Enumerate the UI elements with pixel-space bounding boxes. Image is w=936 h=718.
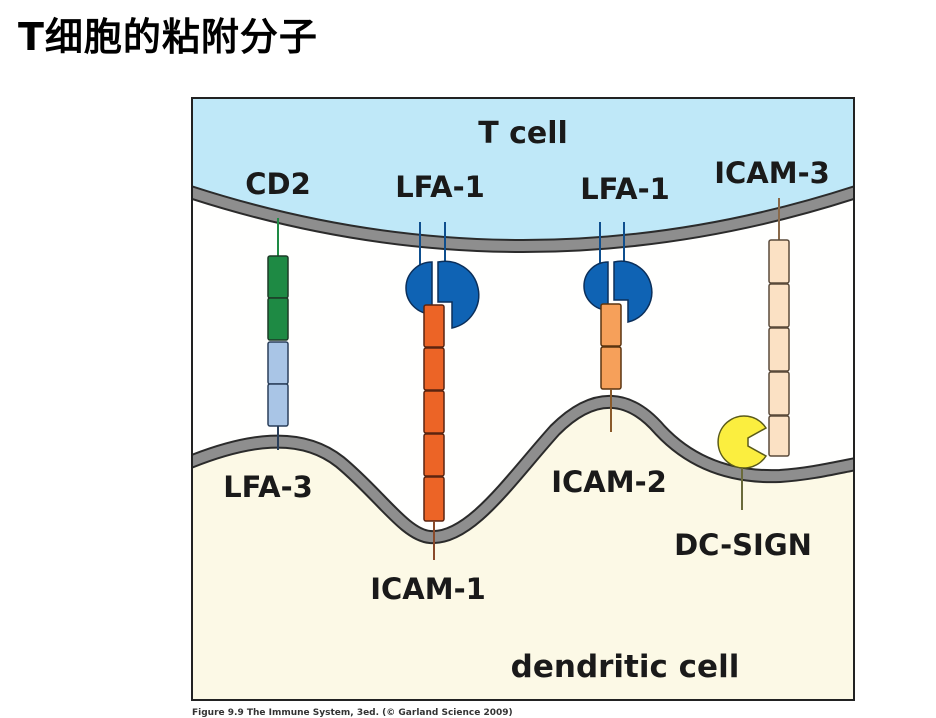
icam3-domain bbox=[768, 327, 790, 372]
icam2-domain bbox=[600, 346, 622, 390]
icam3-dcsign-pair bbox=[717, 198, 790, 510]
lfa3-domain bbox=[267, 383, 289, 427]
t-cell-label: T cell bbox=[478, 116, 568, 151]
dendritic-cell-region bbox=[192, 401, 854, 700]
icam1-label: ICAM-1 bbox=[370, 572, 486, 606]
icam1-domain bbox=[423, 304, 445, 348]
lfa1-right-subunit-b bbox=[613, 260, 653, 323]
lfa3-label: LFA-3 bbox=[223, 470, 313, 504]
icam1-domain bbox=[423, 433, 445, 477]
icam2-domain bbox=[600, 303, 622, 347]
icam3-domain bbox=[768, 283, 790, 328]
cd2-lfa3-pair bbox=[267, 218, 289, 450]
t-cell-region bbox=[192, 98, 854, 246]
cd2-domain bbox=[267, 297, 289, 341]
icam3-domain bbox=[768, 415, 790, 457]
cd2-label: CD2 bbox=[245, 167, 311, 201]
cd2-domain bbox=[267, 255, 289, 299]
lfa1-left-subunit-b bbox=[437, 260, 480, 329]
icam1-domain bbox=[423, 476, 445, 522]
lfa3-domain bbox=[267, 341, 289, 385]
dc-sign-label: DC-SIGN bbox=[674, 528, 812, 562]
lfa1-right-label: LFA-1 bbox=[580, 172, 670, 206]
icam1-domain bbox=[423, 390, 445, 434]
icam3-domain bbox=[768, 239, 790, 284]
lfa1-icam1-pair bbox=[405, 222, 480, 560]
slide-title: T细胞的粘附分子 bbox=[18, 15, 318, 59]
lfa1-icam2-pair bbox=[583, 222, 653, 432]
icam1-domain bbox=[423, 347, 445, 391]
t-cell-membrane-fill bbox=[192, 187, 854, 251]
dendritic-cell-membrane-fill bbox=[192, 396, 854, 543]
diagram-frame bbox=[191, 97, 855, 701]
icam2-label: ICAM-2 bbox=[551, 465, 667, 499]
icam3-domain bbox=[768, 371, 790, 416]
dendritic-cell-label: dendritic cell bbox=[511, 649, 740, 685]
dc-sign-lectin-domain bbox=[717, 415, 768, 469]
figure-caption: Figure 9.9 The Immune System, 3ed. (© Ga… bbox=[192, 708, 513, 718]
icam3-label: ICAM-3 bbox=[714, 156, 830, 190]
lfa1-left-label: LFA-1 bbox=[395, 170, 485, 204]
